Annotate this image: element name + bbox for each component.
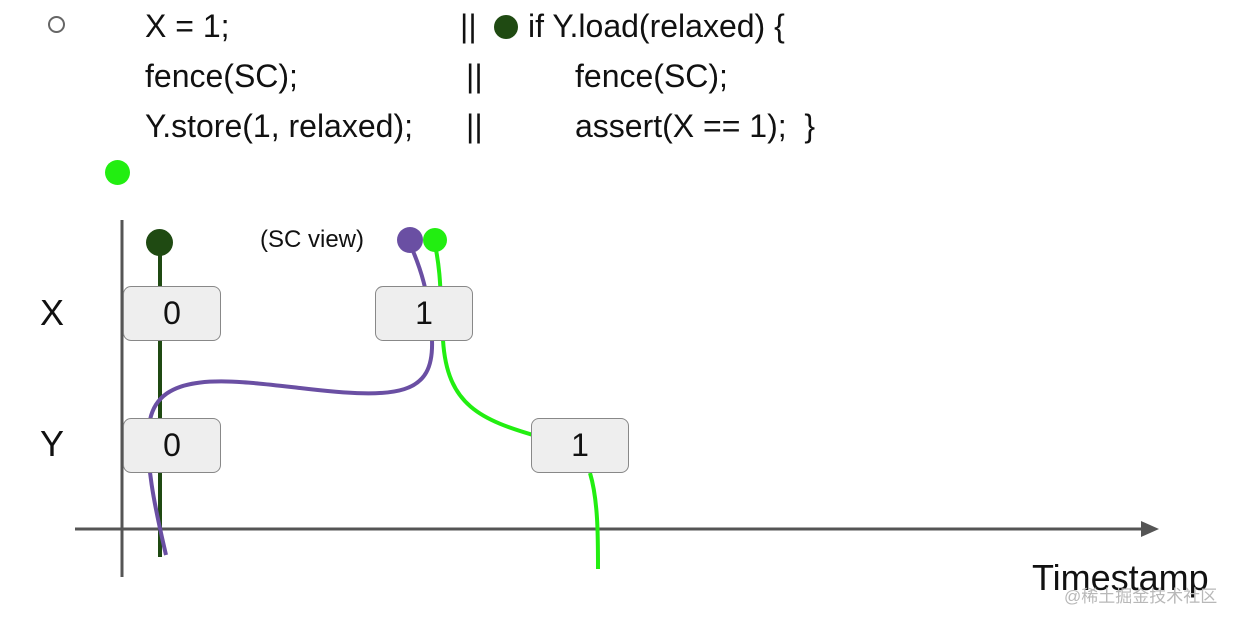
row-label-y: Y xyxy=(40,423,65,464)
x-axis-arrowhead xyxy=(1141,521,1159,537)
cell-x-store: 1 xyxy=(375,286,473,341)
code-line-1-left: X = 1; xyxy=(145,8,230,44)
sc-view-start-dot-icon xyxy=(397,227,423,253)
code-line-1-right: if Y.load(relaxed) { xyxy=(528,8,785,44)
cell-x-store-value: 1 xyxy=(415,295,433,331)
code-line-2-right: fence(SC); xyxy=(575,58,728,94)
code-separator-1: || xyxy=(460,8,477,44)
thread1-start-dot-icon xyxy=(146,229,173,256)
cell-x-initial: 0 xyxy=(123,286,221,341)
thread2-line-lower xyxy=(588,472,600,570)
cell-y-initial: 0 xyxy=(123,418,221,473)
x-axis-label: Timestamp xyxy=(1032,557,1209,598)
thread2-start-dot-icon xyxy=(423,228,447,252)
row-label-x: X xyxy=(40,292,65,333)
code-line-2-left: fence(SC); xyxy=(145,58,298,94)
thread1-marker-icon xyxy=(494,15,518,39)
cell-y-initial-value: 0 xyxy=(163,427,181,463)
thread2-marker-icon xyxy=(105,160,130,185)
code-separator-2: || xyxy=(466,58,483,94)
watermark: @稀土掘金技术社区 xyxy=(1064,587,1218,606)
cell-y-store-value: 1 xyxy=(571,427,589,463)
cell-x-initial-value: 0 xyxy=(163,295,181,331)
sc-view-label: (SC view) xyxy=(260,226,365,253)
code-separator-3: || xyxy=(466,108,483,144)
code-line-3-left: Y.store(1, relaxed); xyxy=(145,108,413,144)
code-line-3-right: assert(X == 1); } xyxy=(575,108,816,144)
bullet-hollow-icon xyxy=(48,16,65,33)
cell-y-store: 1 xyxy=(531,418,629,473)
